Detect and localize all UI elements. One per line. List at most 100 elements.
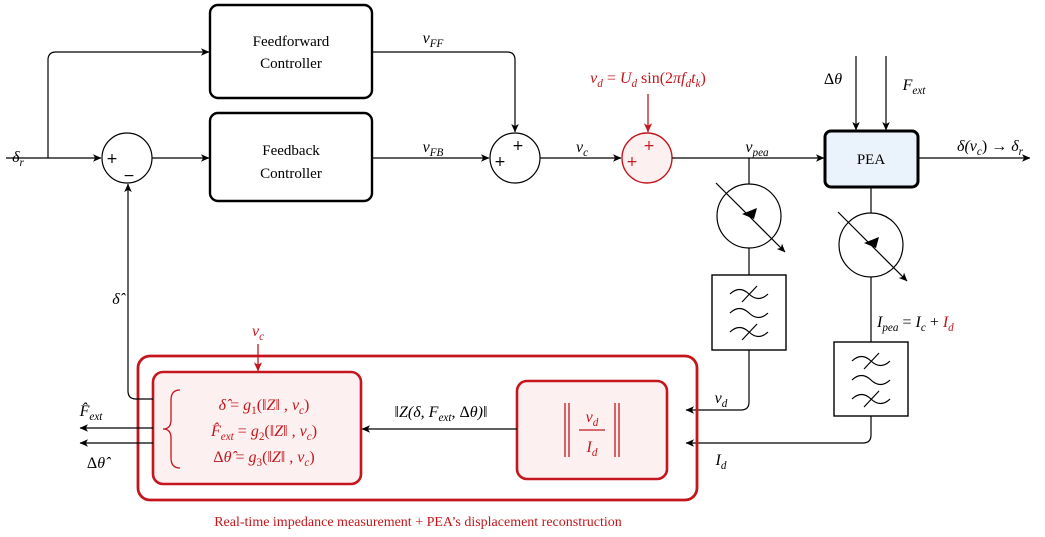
- subscript-text: FB: [429, 147, 444, 159]
- current-bandpass-filter: [833, 341, 909, 417]
- math-text: Δ: [460, 404, 470, 421]
- i-d-label: Id: [715, 452, 727, 472]
- i-pea-equation: Ipea = Ic + Id: [876, 314, 954, 334]
- impedance-label: ‖Z(δ, Fext, Δθ)‖: [395, 404, 488, 424]
- math-text: v: [423, 139, 431, 156]
- math-text: π: [673, 70, 682, 87]
- math-text: Z: [267, 397, 277, 414]
- pea-output-label: δ(vc) → δr: [957, 138, 1024, 158]
- junction-1-plus-sign: +: [106, 151, 118, 167]
- current-filter-wave-icon: [851, 352, 891, 408]
- subscript-text: d: [631, 78, 637, 90]
- math-text: v: [590, 70, 598, 87]
- reference-label: δr: [12, 149, 24, 169]
- voltage-filter-wave-icon: [729, 285, 769, 341]
- junction-2-left-plus-sign: +: [494, 154, 506, 170]
- subscript-text: c: [307, 431, 312, 443]
- subscript-text: c: [583, 147, 588, 159]
- math-text: ‖ ,: [281, 449, 298, 466]
- subscript-text: 2: [259, 431, 265, 443]
- f-ext-label: Fext: [902, 77, 927, 97]
- math-text: v: [292, 397, 300, 414]
- math-text: (‖: [264, 423, 274, 440]
- math-text: Δ: [213, 449, 223, 466]
- math-text: Z: [274, 423, 284, 440]
- subscript-text: 1: [251, 405, 257, 417]
- math-text: θ̂: [97, 455, 111, 472]
- math-text: f: [681, 70, 688, 87]
- impedance-norm-bars: [564, 403, 620, 457]
- math-text: t: [691, 70, 696, 87]
- math-text: Δ: [824, 71, 834, 88]
- subscript-text: d: [597, 78, 603, 90]
- feedforward-controller-label-line1: Feedforward: [253, 34, 330, 50]
- i-d-signal-line: [685, 416, 872, 447]
- math-text: Z(δ, F: [399, 404, 439, 421]
- subscript-text: ext: [438, 412, 452, 424]
- current-sensor-needle-icon: [864, 237, 879, 248]
- math-text: ,: [452, 404, 460, 421]
- math-text: ‖: [395, 404, 400, 421]
- math-text: F̂: [79, 401, 90, 420]
- voltage-sensor-needle-icon: [742, 208, 757, 219]
- math-text: v: [297, 449, 305, 466]
- math-text: =: [226, 397, 243, 414]
- subscript-text: k: [696, 78, 702, 90]
- math-text: δ(: [957, 138, 971, 155]
- math-text: ) →: [982, 138, 1011, 155]
- reconstruction-equation-delta: δ̂ = g1(‖Z‖ , vc): [219, 397, 310, 417]
- subscript-text: ext: [89, 411, 103, 423]
- subscript-text: c: [299, 405, 304, 417]
- math-text: g: [248, 449, 256, 466]
- math-text: I: [715, 452, 722, 469]
- math-text: δ: [1011, 138, 1019, 155]
- math-text: ): [312, 423, 317, 440]
- math-text: v: [576, 139, 584, 156]
- math-text: (‖: [262, 449, 272, 466]
- delta-theta-hat-label: Δθ̂: [87, 455, 111, 472]
- math-text: v: [586, 409, 594, 426]
- math-text: U: [620, 70, 633, 87]
- math-text: I: [876, 314, 883, 331]
- ratio-denominator: Id: [586, 439, 598, 459]
- math-text: =: [231, 449, 248, 466]
- v-pea-label: vpea: [745, 139, 769, 159]
- equation-brace: [162, 389, 181, 469]
- reconstruction-equation-f-ext: F̂ext = g2(‖Z‖ , vc): [210, 421, 317, 443]
- math-text: I: [915, 314, 922, 331]
- ratio-numerator: vd: [586, 409, 599, 429]
- junction-1-minus-sign: −: [123, 168, 135, 184]
- math-text: =: [898, 314, 915, 331]
- feedforward-controller-label-line2: Controller: [260, 56, 322, 72]
- math-text: F: [902, 77, 913, 94]
- v-d-signal-line: [685, 350, 750, 414]
- math-text: θ): [470, 404, 483, 421]
- math-text: ): [309, 449, 314, 466]
- v-c-label: vc: [576, 139, 588, 159]
- junction-2-top-plus-sign: +: [512, 138, 524, 154]
- math-text: (‖: [257, 397, 267, 414]
- subscript-text: d: [592, 447, 598, 459]
- math-text: θ: [834, 71, 842, 88]
- pea-label: PEA: [857, 152, 886, 168]
- subscript-text: d: [722, 398, 728, 410]
- subscript-text: c: [921, 322, 926, 334]
- subscript-text: FF: [429, 38, 444, 50]
- feedback-controller-label-line2: Controller: [260, 166, 322, 182]
- math-text: δ̂: [112, 291, 125, 308]
- math-text: ‖ ,: [275, 397, 292, 414]
- subscript-text: d: [721, 460, 727, 472]
- math-text: ): [701, 70, 706, 87]
- math-text: =: [603, 70, 620, 87]
- subscript-text: c: [977, 146, 982, 158]
- math-text: sin(2: [637, 70, 673, 87]
- v-fb-label: vFB: [423, 139, 444, 159]
- math-text: ‖: [483, 404, 488, 421]
- math-text: g: [251, 423, 259, 440]
- subscript-text: r: [1019, 146, 1024, 158]
- math-text: v: [715, 390, 723, 407]
- math-text: v: [300, 423, 308, 440]
- subscript-text: c: [304, 457, 309, 469]
- math-text: Z: [272, 449, 282, 466]
